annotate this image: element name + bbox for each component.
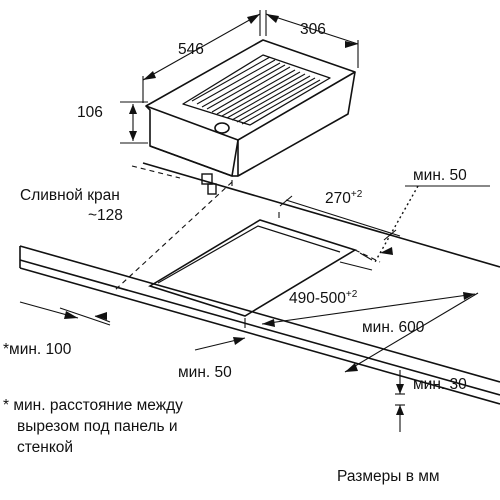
- countertop: [19, 162, 500, 405]
- label-min-front: мин. 600: [362, 319, 425, 336]
- label-min-thickness: мин. 30: [413, 376, 467, 393]
- label-drain-valve-value: ~128: [88, 207, 123, 224]
- footnote-line-3: стенкой: [17, 439, 74, 456]
- dim-min-thickness: [395, 370, 405, 432]
- label-height: 106: [77, 104, 103, 121]
- drain-valve: [201, 173, 217, 195]
- grill-bars: [191, 56, 321, 125]
- label-depth: 546: [178, 41, 204, 58]
- label-drain-valve: Сливной кран: [20, 187, 120, 204]
- label-width: 306: [300, 21, 326, 38]
- footnote-line-1: * мин. расстояние между: [3, 397, 183, 414]
- footnote: * мин. расстояние между вырезом под пане…: [3, 395, 183, 458]
- label-min-side-bottom: мин. 50: [178, 364, 232, 381]
- footnote-line-2: вырезом под панель и: [17, 418, 178, 435]
- grill-frame: [182, 54, 331, 126]
- dim-cutout-width: [244, 252, 476, 328]
- label-min-wall-back: мин. 50: [413, 167, 467, 184]
- dim-cutout-depth: [231, 180, 401, 241]
- control-knob: [214, 122, 230, 134]
- gap-dotted: [374, 185, 419, 263]
- dim-min-front: [344, 292, 479, 373]
- guide-lines: [114, 165, 381, 291]
- appliance-side: [237, 71, 356, 177]
- units-caption: Размеры в мм: [337, 468, 440, 485]
- arrowheads: [64, 14, 475, 415]
- dim-depth: [142, 10, 261, 103]
- dim-width: [265, 10, 359, 68]
- label-cutout-depth: 270+2: [325, 189, 363, 207]
- label-min-side: *мин. 100: [3, 341, 72, 358]
- label-cutout-width: 490-500+2: [289, 289, 358, 307]
- dim-min-side: [19, 301, 111, 326]
